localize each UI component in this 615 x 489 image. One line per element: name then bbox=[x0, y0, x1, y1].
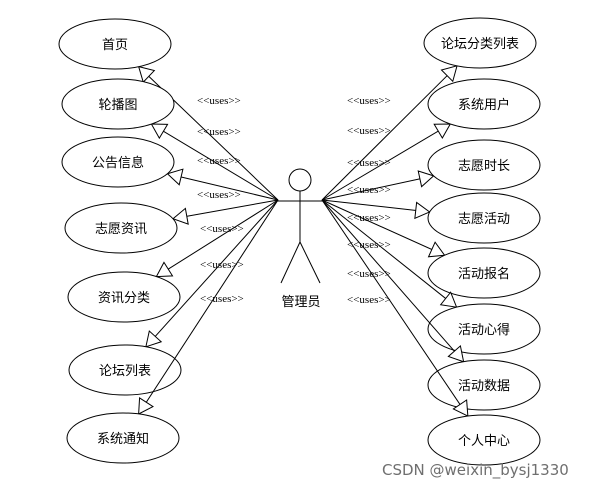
generalization-arrowhead bbox=[427, 241, 446, 258]
generalization-arrowhead bbox=[145, 330, 163, 348]
uses-label: <<uses>> bbox=[347, 239, 391, 251]
right-use-case-label: 活动心得 bbox=[458, 322, 510, 338]
actor-label: 管理员 bbox=[281, 295, 320, 310]
uses-label: <<uses>> bbox=[197, 189, 241, 201]
left-use-case-ellipse bbox=[58, 18, 172, 70]
left-use-case-label: 资讯分类 bbox=[98, 291, 150, 306]
uses-line bbox=[321, 175, 434, 201]
uses-line bbox=[138, 199, 279, 415]
generalization-arrowhead bbox=[172, 207, 189, 225]
right-use-case-ellipse bbox=[423, 17, 537, 69]
left-use-case-ellipse bbox=[61, 78, 175, 130]
generalization-arrowhead bbox=[452, 399, 469, 417]
uses-label: <<uses>> bbox=[200, 259, 244, 271]
uses-line bbox=[321, 199, 430, 213]
uses-label: <<uses>> bbox=[347, 95, 391, 107]
uses-line bbox=[321, 65, 458, 201]
actor-figure bbox=[276, 168, 324, 284]
left-use-case-label: 志愿资讯 bbox=[95, 222, 147, 237]
right-use-case-label: 志愿活动 bbox=[458, 212, 510, 227]
right-use-case-label: 志愿时长 bbox=[458, 159, 510, 174]
right-use-case-ellipse bbox=[427, 359, 541, 411]
uses-line bbox=[321, 199, 457, 308]
left-use-case-label: 首页 bbox=[102, 38, 128, 53]
left-use-case-label: 公告信息 bbox=[92, 155, 144, 171]
left-use-case-label: 论坛列表 bbox=[99, 364, 151, 379]
uses-line bbox=[321, 123, 451, 201]
uses-line bbox=[321, 199, 464, 363]
right-use-case-ellipse bbox=[427, 78, 541, 130]
uses-line bbox=[167, 173, 279, 201]
uses-label: <<uses>> bbox=[200, 293, 244, 305]
right-use-case-ellipse bbox=[427, 192, 541, 244]
uses-labels: <<uses>> <<uses>> <<uses>> <<uses>> <<uses>>… bbox=[197, 95, 391, 306]
uses-label: <<uses>> bbox=[200, 223, 244, 235]
left-use-case-ellipse bbox=[67, 271, 181, 323]
generalization-arrowhead bbox=[433, 123, 452, 139]
generalization-arrowhead bbox=[414, 201, 431, 220]
uses-label: <<uses>> bbox=[347, 184, 391, 196]
uses-label: <<uses>> bbox=[347, 294, 391, 306]
left-use-case-label: 系统通知 bbox=[97, 431, 149, 447]
right-use-case-label: 系统用户 bbox=[458, 97, 510, 113]
actor-left-leg bbox=[280, 241, 301, 284]
right-use-case-ellipse bbox=[427, 247, 541, 299]
right-use-case-label: 论坛分类列表 bbox=[441, 37, 519, 52]
right-use-case-ellipse bbox=[427, 303, 541, 355]
generalization-arrowhead bbox=[137, 65, 156, 84]
generalization-arrowhead bbox=[166, 168, 184, 186]
generalization-arrowhead bbox=[439, 291, 458, 308]
right-use-case-ellipse bbox=[427, 139, 541, 191]
left-use-case-ellipse bbox=[66, 412, 180, 464]
generalization-arrowhead bbox=[447, 344, 465, 363]
generalization-arrowhead bbox=[440, 65, 458, 83]
uses-label: <<uses>> bbox=[347, 268, 391, 280]
uses-label: <<uses>> bbox=[197, 155, 241, 167]
watermark: CSDN @weixin_bysj1330 bbox=[382, 461, 569, 480]
left-use-case-ellipse bbox=[68, 344, 182, 396]
uses-label: <<uses>> bbox=[197, 126, 241, 138]
uses-line bbox=[321, 199, 445, 256]
uses-line bbox=[145, 199, 279, 348]
generalization-arrowhead bbox=[138, 397, 154, 415]
uses-line bbox=[172, 199, 279, 220]
left-use-case-label: 轮播图 bbox=[98, 98, 137, 113]
actor-head bbox=[288, 168, 312, 192]
uses-label: <<uses>> bbox=[197, 95, 241, 107]
right-use-case-ellipse bbox=[427, 414, 541, 466]
uses-line bbox=[156, 199, 279, 278]
uses-label: <<uses>> bbox=[347, 212, 391, 224]
generalization-arrowhead bbox=[417, 170, 435, 188]
right-use-case-label: 个人中心 bbox=[458, 434, 510, 449]
right-use-case-label: 活动报名 bbox=[458, 266, 510, 282]
uses-line bbox=[321, 199, 469, 417]
uses-label: <<uses>> bbox=[347, 125, 391, 137]
left-use-case-ellipse bbox=[64, 202, 178, 254]
uses-label: <<uses>> bbox=[347, 157, 391, 169]
left-use-case-ellipse bbox=[61, 136, 175, 188]
right-use-case-label: 活动数据 bbox=[458, 379, 510, 394]
generalization-arrowhead bbox=[155, 261, 174, 278]
generalization-arrowhead bbox=[150, 123, 169, 140]
uses-line bbox=[151, 123, 279, 201]
actor-right-leg bbox=[299, 241, 321, 284]
